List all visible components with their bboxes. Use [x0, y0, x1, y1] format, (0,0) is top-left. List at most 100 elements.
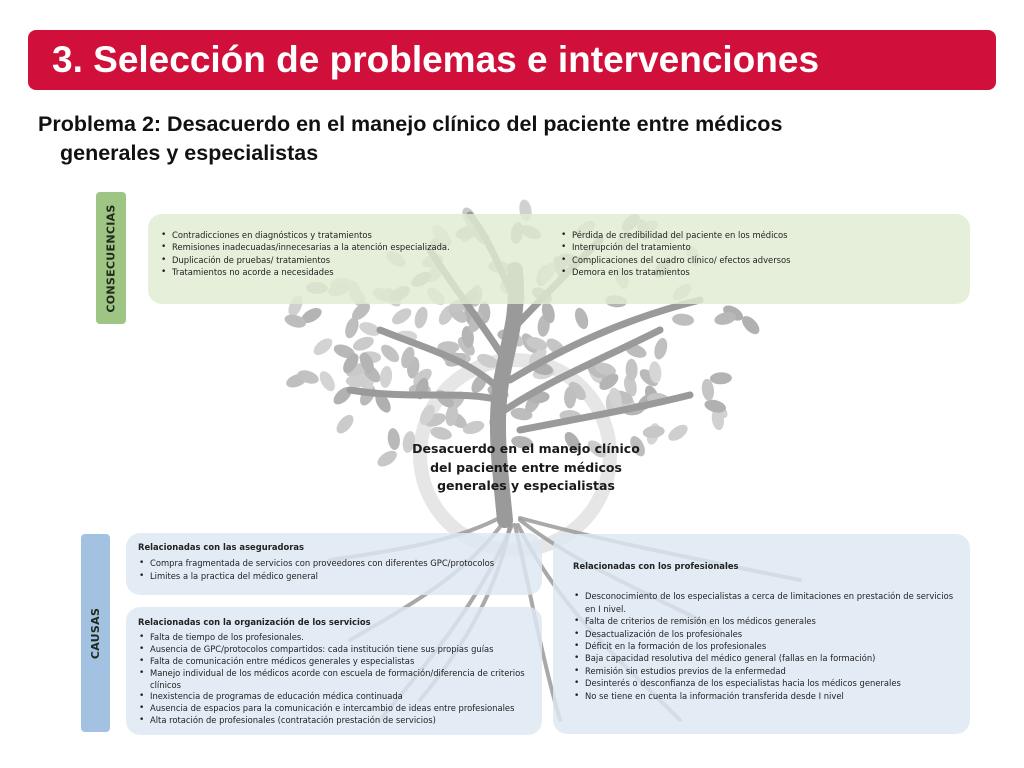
branch — [376, 326, 504, 394]
leaf — [625, 358, 638, 381]
leaf — [742, 316, 760, 335]
leaf — [587, 440, 607, 458]
leaf — [437, 341, 460, 354]
leaf — [345, 375, 368, 388]
leaf — [343, 353, 359, 374]
leaf — [462, 420, 485, 435]
leaf — [414, 306, 428, 329]
list-item: Ausencia de GPC/protocolos compartidos: … — [138, 644, 532, 656]
list-item: Falta de comunicación entre médicos gene… — [138, 656, 532, 668]
leaf — [402, 431, 416, 453]
leaf — [528, 347, 547, 366]
leaf — [413, 368, 432, 386]
consequences-tab: CONSECUENCIAS — [96, 192, 126, 324]
leaf — [377, 450, 397, 467]
list-item: Desactualización de los profesionales — [573, 628, 958, 641]
leaf — [568, 381, 586, 401]
branch — [501, 326, 664, 414]
leaf — [284, 314, 307, 328]
causes-professionals-heading: Relacionadas con los profesionales — [573, 561, 739, 571]
leaf — [642, 425, 665, 439]
leaf — [319, 371, 335, 392]
list-item: Falta de criterios de remisión en los mé… — [573, 615, 958, 628]
list-item: Duplicación de pruebas/ tratamientos — [160, 254, 560, 267]
causes-tab: CAUSAS — [81, 534, 110, 732]
leaf — [564, 386, 577, 409]
central-problem-line-3: generales y especialistas — [437, 478, 615, 493]
list-item: Déficit en la formación de los profesion… — [573, 640, 958, 653]
leaf — [649, 361, 662, 384]
leaf — [301, 308, 322, 323]
list-item: Manejo individual de los médicos acorde … — [138, 668, 532, 692]
list-item: Complicaciones del cuadro clínico/ efect… — [560, 254, 960, 267]
leaf — [336, 414, 354, 434]
leaf — [297, 370, 319, 384]
leaf — [511, 436, 533, 449]
leaf — [701, 378, 715, 401]
leaf — [381, 344, 400, 363]
branch — [506, 296, 704, 384]
leaf — [526, 337, 548, 351]
list-item: Tratamientos no acorde a necesidades — [160, 266, 560, 279]
leaf — [351, 302, 371, 321]
leaf — [599, 373, 619, 390]
slide-title: 3. Selección de problemas e intervencion… — [52, 39, 820, 80]
leaf — [609, 387, 622, 410]
causes-label: CAUSAS — [89, 607, 102, 659]
list-item: Alta rotación de profesionales (contrata… — [138, 715, 532, 727]
leaf — [541, 301, 555, 324]
causes-professionals-list: Desconocimiento de los especialistas a c… — [573, 590, 958, 702]
list-item: Falta de tiempo de los profesionales. — [138, 632, 532, 644]
leaf — [624, 374, 637, 397]
leaf — [313, 338, 333, 356]
title-bar: 3. Selección de problemas e intervencion… — [28, 30, 996, 90]
list-item: Desinterés o desconfianza de los especia… — [573, 677, 958, 690]
leaf — [359, 352, 374, 374]
list-item: Compra fragmentada de servicios con prov… — [138, 557, 532, 570]
causes-insurers-heading: Relacionadas con las aseguradoras — [138, 542, 304, 552]
leaf — [654, 337, 668, 360]
causes-insurers-box: Relacionadas con las aseguradoras Compra… — [126, 533, 542, 595]
causes-organization-heading: Relacionadas con la organización de los … — [138, 617, 371, 627]
leaf — [564, 431, 581, 452]
leaf — [387, 428, 400, 451]
leaf — [375, 392, 391, 413]
leaf — [430, 426, 452, 440]
causes-organization-list: Falta de tiempo de los profesionales. Au… — [138, 632, 532, 726]
list-item: Limites a la practica del médico general — [138, 570, 532, 583]
consequences-box: Contradicciones en diagnósticos y tratam… — [148, 214, 970, 304]
list-item: Interrupción del tratamiento — [560, 241, 960, 254]
consequences-right-list: Pérdida de credibilidad del paciente en … — [560, 229, 960, 279]
leaf — [574, 307, 589, 330]
problem-line-2: generales y especialistas — [60, 141, 319, 165]
leaf — [379, 365, 393, 388]
leaf — [333, 344, 355, 359]
consequences-label: CONSECUENCIAS — [104, 203, 118, 313]
leaf — [345, 317, 359, 339]
leaf — [630, 436, 645, 457]
causes-insurers-list: Compra fragmentada de servicios con prov… — [138, 557, 532, 582]
list-item: Demora en los tratamientos — [560, 266, 960, 279]
consequences-left-list: Contradicciones en diagnósticos y tratam… — [160, 229, 560, 279]
list-item: Remisión sin estudios previos de la enfe… — [573, 665, 958, 678]
problem-statement: Problema 2: Desacuerdo en el manejo clín… — [38, 110, 988, 168]
list-item: Baja capacidad resolutiva del médico gen… — [573, 652, 958, 665]
list-item: Desconocimiento de los especialistas a c… — [573, 590, 958, 615]
leaf — [594, 362, 616, 376]
leaf — [359, 322, 381, 336]
leaf — [419, 404, 435, 425]
leaf — [477, 353, 499, 368]
leaf — [672, 313, 695, 326]
central-problem-line-1: Desacuerdo en el manejo clínico — [412, 441, 640, 456]
list-item: No se tiene en cuenta la información tra… — [573, 690, 958, 703]
leaf — [352, 336, 374, 351]
central-problem-line-2: del paciente entre médicos — [430, 459, 622, 475]
list-item: Inexistencia de programas de educación m… — [138, 691, 532, 703]
problem-line-1: Problema 2: Desacuerdo en el manejo clín… — [38, 112, 783, 136]
branch — [516, 391, 694, 434]
branch — [346, 386, 504, 404]
leaf — [392, 308, 412, 325]
causes-organization-box: Relacionadas con la organización de los … — [126, 607, 542, 735]
leaf — [711, 408, 725, 431]
list-item: Contradicciones en diagnósticos y tratam… — [160, 229, 560, 242]
